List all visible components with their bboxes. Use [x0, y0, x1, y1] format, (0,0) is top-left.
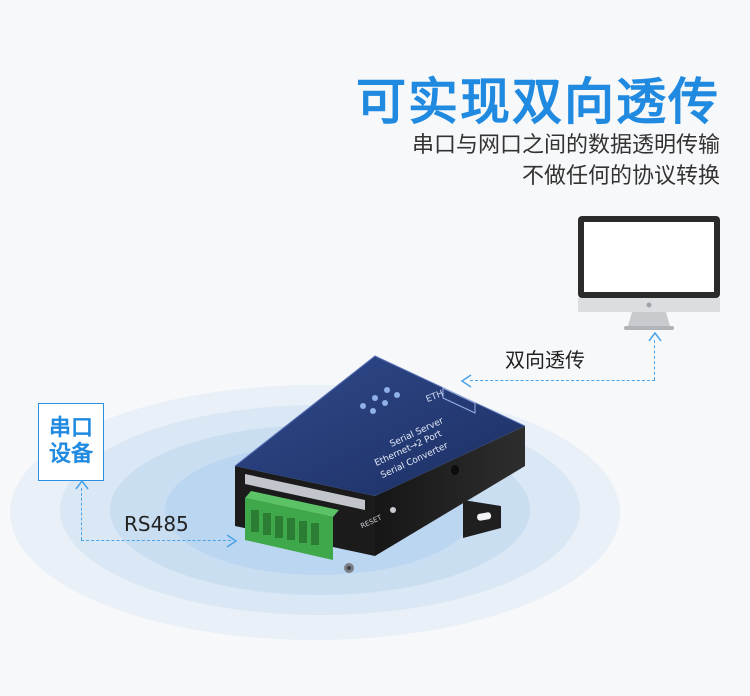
connector-monitor-vertical	[654, 340, 655, 380]
connector-serial-horizontal	[81, 540, 231, 541]
serial-device-line1: 串口	[48, 416, 93, 441]
serial-server-device	[234, 355, 525, 573]
headline: 可实现双向透传	[356, 73, 720, 131]
serial-device-line2: 设备	[48, 442, 93, 467]
arrow-up-icon	[648, 332, 662, 342]
rs485-label: RS485	[124, 512, 189, 536]
subtitle-line-2: 不做任何的协议转换	[521, 164, 720, 189]
bidirectional-label: 双向透传	[505, 348, 585, 372]
subtitle-line-1: 串口与网口之间的数据透明传输	[411, 133, 720, 158]
monitor-icon	[578, 216, 720, 330]
arrow-right-icon	[226, 534, 238, 548]
arrow-left-icon	[460, 374, 472, 388]
arrow-up-icon	[75, 480, 89, 490]
serial-device-box: 串口 设备	[38, 403, 104, 481]
connector-monitor-horizontal	[470, 380, 655, 381]
connector-serial-vertical	[81, 488, 82, 540]
